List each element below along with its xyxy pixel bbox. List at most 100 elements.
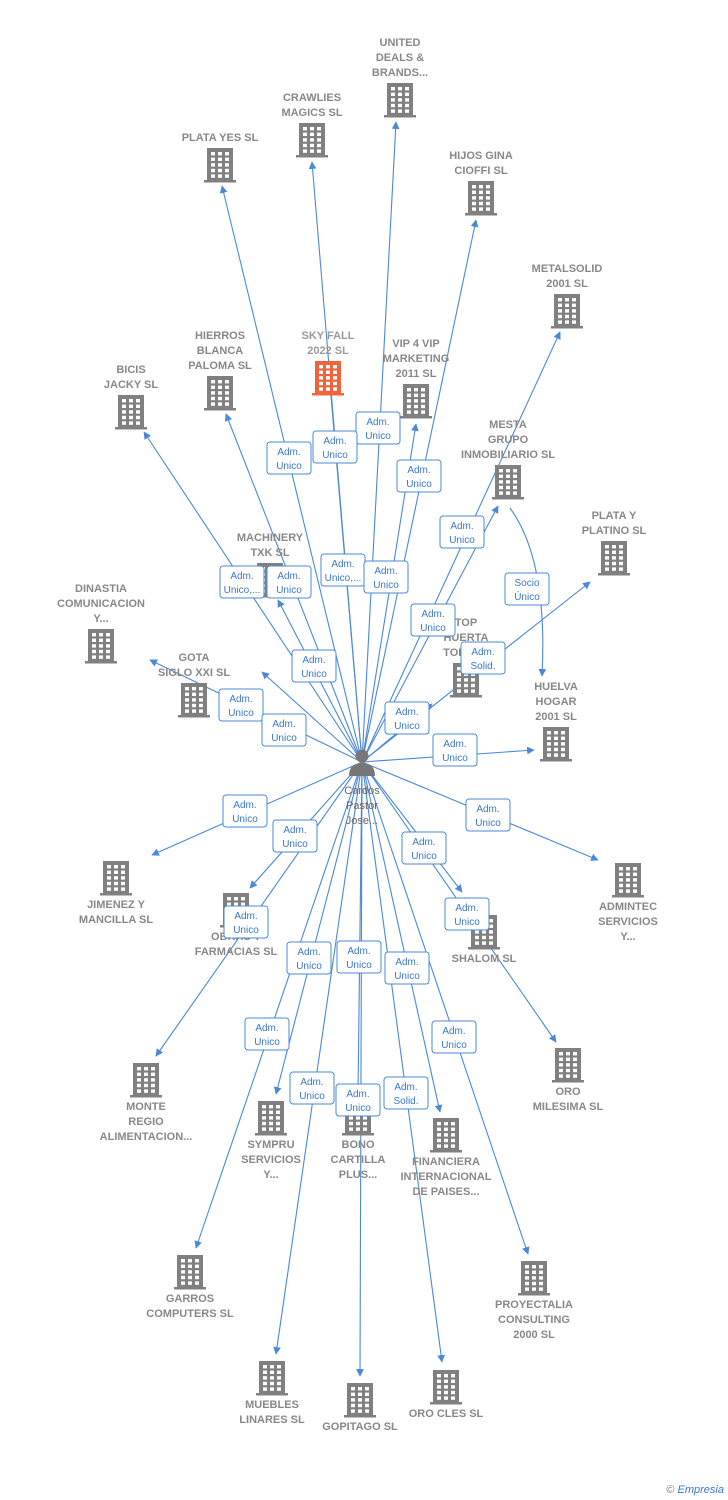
company-node-dinastia[interactable]: DINASTIACOMUNICACIONY...	[57, 583, 145, 664]
building-icon	[115, 395, 147, 430]
company-label: ADMINTEC	[599, 901, 657, 913]
company-label: METALSOLID	[532, 263, 603, 275]
relation-badge-bicis[interactable]: Adm.Unico,...	[219, 565, 265, 599]
relation-badge-financiera[interactable]: Adm.Unico	[384, 951, 430, 985]
relation-badge-admintec[interactable]: Adm.Unico	[465, 798, 511, 832]
company-node-monte[interactable]: MONTEREGIOALIMENTACION...	[100, 1063, 193, 1143]
relation-badge-line: Adm.	[272, 719, 295, 730]
relation-badge-oromilesima[interactable]: Adm.Unico	[444, 897, 490, 931]
building-icon	[612, 863, 644, 898]
building-icon	[430, 1370, 462, 1405]
company-node-admintec[interactable]: ADMINTECSERVICIOSY...	[598, 863, 658, 943]
relation-badge-line: Adm.	[442, 1026, 465, 1037]
edge-muebles	[273, 761, 363, 1355]
company-node-shalom[interactable]: SHALOM SL	[452, 915, 517, 965]
relation-badge-line: Unico	[299, 1091, 325, 1102]
building-icon	[492, 465, 524, 500]
building-icon	[255, 1101, 287, 1136]
relation-badge-sympru[interactable]: Adm.Unico	[286, 941, 332, 975]
company-label: INMOBILIARIO SL	[461, 449, 555, 461]
relation-badge-dinastia[interactable]: Adm.Unico	[218, 688, 264, 722]
building-icon	[256, 1361, 288, 1396]
relation-badge-gota[interactable]: Adm.Unico	[261, 713, 307, 747]
relation-badge-bono[interactable]: Adm.Unico	[336, 940, 382, 974]
relation-badge-jimenez[interactable]: Adm.Unico	[222, 794, 268, 828]
relation-badge-vip4[interactable]: Adm.Unico	[363, 560, 409, 594]
company-label: ORO	[555, 1086, 581, 1098]
relation-badge-orocles[interactable]: Adm.Solid.	[383, 1076, 429, 1110]
building-icon	[344, 1383, 376, 1418]
relation-badge-united[interactable]: Adm.Unico	[355, 411, 401, 445]
company-label: HUELVA	[534, 681, 578, 693]
company-label: ALIMENTACION...	[100, 1131, 193, 1143]
company-node-sympru[interactable]: SYMPRUSERVICIOSY...	[241, 1101, 301, 1181]
building-icon	[384, 83, 416, 118]
relation-badge-platayes[interactable]: Adm.Unico	[266, 441, 312, 475]
relation-badge-metalsolid[interactable]: Adm.Unico	[439, 515, 485, 549]
footer-brand[interactable]: © Empresia	[666, 1484, 724, 1496]
company-label: 2001 SL	[535, 711, 577, 723]
company-label: Y...	[93, 613, 108, 625]
relation-badge-muebles[interactable]: Adm.Unico	[289, 1071, 335, 1105]
company-label: Y...	[620, 931, 635, 943]
brand-name: Empresia	[677, 1484, 724, 1496]
edge-financiera	[361, 761, 443, 1113]
building-icon	[598, 541, 630, 576]
company-label: PLUS...	[339, 1169, 378, 1181]
relation-badge-hijos[interactable]: Adm.Unico	[396, 459, 442, 493]
company-label: MUEBLES	[245, 1399, 299, 1411]
company-node-orocles[interactable]: ORO CLES SL	[409, 1370, 484, 1420]
relation-badge-shalom[interactable]: Adm.Unico	[401, 831, 447, 865]
relation-badge-huelva[interactable]: Adm.Unico	[432, 733, 478, 767]
building-icon	[130, 1063, 162, 1098]
relation-badge-line: Adm.	[455, 903, 478, 914]
edge-proyectalia	[361, 761, 530, 1255]
relation-badge-line: Unico	[232, 814, 258, 825]
relation-badge-line: Adm.	[395, 707, 418, 718]
company-label: 2022 SL	[307, 345, 349, 357]
company-node-platayes[interactable]: PLATA YES SL	[182, 132, 259, 183]
person-label: Pastor	[346, 800, 378, 812]
company-label: BLANCA	[197, 345, 243, 357]
relation-badge-platino[interactable]: Adm.Solid.	[460, 641, 506, 675]
relation-badge-monte[interactable]: Adm.Unico	[223, 905, 269, 939]
relation-badge-proyectalia[interactable]: Adm.Unico	[431, 1020, 477, 1054]
relation-badge-line: Unico	[373, 580, 399, 591]
relation-badge-crawlies[interactable]: Adm.Unico,...	[320, 553, 366, 587]
relation-badge-mesta[interactable]: Adm.Unico	[410, 603, 456, 637]
relation-badge-machinery[interactable]: Adm.Unico	[291, 649, 337, 683]
relation-badge-gopitago[interactable]: Adm.Unico	[335, 1083, 381, 1117]
company-node-gopitago[interactable]: GOPITAGO SL	[322, 1383, 398, 1433]
relation-badge-obras[interactable]: Adm.Unico	[272, 819, 318, 853]
company-label: PLATA YES SL	[182, 132, 259, 144]
building-icon	[518, 1261, 550, 1296]
company-label: FINANCIERA	[412, 1156, 480, 1168]
company-label: 2000 SL	[513, 1329, 555, 1341]
relation-badge-toptoledo[interactable]: Adm.Unico	[384, 701, 430, 735]
relation-badge-garros[interactable]: Adm.Unico	[244, 1017, 290, 1051]
relation-badge-skyfall[interactable]: Adm.Unico	[312, 430, 358, 464]
relation-badge-line: Adm.	[234, 911, 257, 922]
company-label: MONTE	[126, 1101, 166, 1113]
relation-badge-hierros[interactable]: Adm.Unico	[266, 565, 312, 599]
center-person[interactable]: CardosPastorJose...	[344, 749, 380, 828]
